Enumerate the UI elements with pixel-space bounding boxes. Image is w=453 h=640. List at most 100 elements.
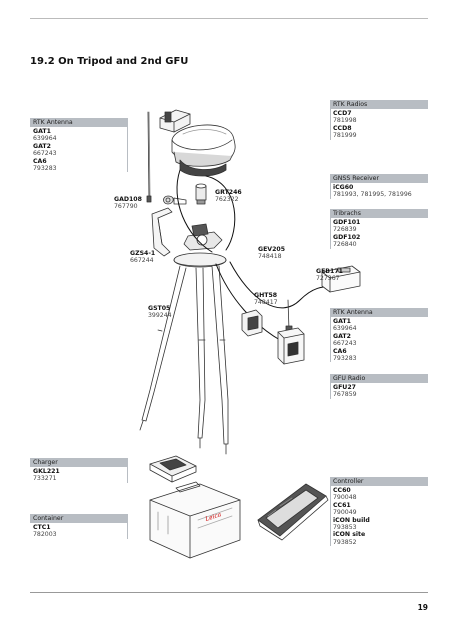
ght58-holder-icon [241,309,263,337]
part-number: 781998 [333,117,357,125]
callout-rule [330,109,331,140]
part-label: CCD8 [333,124,352,132]
part-number: 726840 [333,241,357,249]
label-gst05: GST05 399244 [148,305,172,320]
part-label: CA6 [333,347,347,355]
callout-header: Controller [330,477,428,486]
callout-header: GFU Radio [330,374,428,383]
callout-rule [330,183,331,199]
part-label: iCON build [333,516,370,524]
part-number: 667244 [130,257,154,265]
callout-header: RTK Radios [330,100,428,109]
part-number: 399244 [148,312,172,320]
callout-rule [330,383,331,399]
callout-charger: Charger GKL221 733271 [30,458,128,483]
callout-rule [127,523,128,539]
grt246-adapter-icon [195,183,207,205]
geb171-battery-icon [321,265,361,293]
part-label: GRT246 [215,189,242,196]
callout-container: Container CTC1 782003 [30,514,128,539]
callout-header: Container [30,514,128,523]
part-number: 781993, 781995, 781996 [333,191,412,199]
part-number: 793283 [333,355,357,363]
part-label: iCG60 [333,184,354,191]
part-label: iCON site [333,531,366,539]
part-number: 639964 [333,325,357,333]
gfu-radio-icon [277,299,305,365]
callout-tribrachs: Tribrachs GDF101 726839 GDF102 726840 [330,209,428,249]
part-number: 733271 [33,475,57,483]
part-number: 667243 [333,340,357,348]
part-label: GFU27 [333,384,356,391]
part-number: 767790 [114,203,138,211]
callout-header: GNSS Receiver [330,174,428,183]
part-number: 793852 [333,538,357,546]
label-geb171: GEB171 727367 [316,268,343,283]
callout-header: RTK Antenna [30,118,128,127]
part-number: 762322 [215,196,239,204]
part-label: GZS4-1 [130,250,156,257]
callout-rule [330,317,331,363]
gnss-receiver-icon [171,124,236,177]
part-label: GEV205 [258,246,286,253]
part-number: 639964 [33,135,57,143]
callout-rule [127,467,128,483]
part-number: 790049 [333,509,357,517]
label-ght58: GHT58 748417 [254,292,278,307]
part-label: GKL221 [33,468,60,475]
part-number: 781999 [333,132,357,140]
callout-header: Tribrachs [330,209,428,218]
part-label: CC61 [333,501,351,509]
part-label: GAT1 [33,128,51,135]
part-label: GAT2 [333,332,351,340]
page-number: 19 [417,603,428,612]
container-case-icon [149,481,241,559]
callout-rtk-radios: RTK Radios CCD7 781998 CCD8 781999 [330,100,428,140]
gzs4-bracket-icon [151,207,173,257]
radio-module-icon [159,109,191,133]
callout-rtk-antenna-right: RTK Antenna GAT1 639964 GAT2 667243 CA6 … [330,308,428,363]
part-label: GAT2 [33,142,51,150]
part-label: GAT1 [333,318,351,325]
part-number: 767859 [333,391,357,399]
part-number: 790048 [333,494,357,502]
controller-tablet-icon [257,483,329,541]
footer-rule [30,592,428,593]
part-label: GAD108 [114,196,142,203]
callout-header: RTK Antenna [330,308,428,317]
part-number: 667243 [33,150,57,158]
whip-antenna-icon [146,111,152,203]
part-label: GST05 [148,305,171,312]
part-label: CCD7 [333,110,352,117]
part-label: CA6 [33,157,47,165]
charger-icon [149,455,197,483]
top-rule [30,18,428,19]
part-number: 782003 [33,531,57,539]
part-label: GDF101 [333,219,361,226]
label-gad108: GAD108 767790 [114,196,142,211]
callout-rtk-antenna-left: RTK Antenna GAT1 639964 GAT2 667243 CA6 … [30,118,128,173]
tripod-icon [139,252,229,455]
part-label: CTC1 [33,524,51,531]
part-number: 793853 [333,524,357,532]
part-label: CC60 [333,487,351,494]
callout-gnss-receiver: GNSS Receiver iCG60 781993, 781995, 7819… [330,174,428,199]
callout-gfu-radio: GFU Radio GFU27 767859 [330,374,428,399]
part-number: 793283 [33,165,57,173]
section-heading: 19.2 On Tripod and 2nd GFU [30,56,189,67]
part-label: GDF102 [333,233,361,241]
label-gev205: GEV205 748418 [258,246,285,261]
callout-rule [127,127,128,173]
part-number: 748417 [254,299,278,307]
callout-rule [330,218,331,249]
part-number: 748418 [258,253,282,261]
callout-rule [330,486,331,547]
callout-header: Charger [30,458,128,467]
part-label: GHT58 [254,292,278,299]
gad108-adapter-icon [163,195,187,205]
part-label: GEB171 [316,268,343,275]
callout-controller: Controller CC60 790048 CC61 790049 iCON … [330,477,428,547]
label-grt246: GRT246 762322 [215,189,242,204]
label-gzs4: GZS4-1 667244 [130,250,155,265]
